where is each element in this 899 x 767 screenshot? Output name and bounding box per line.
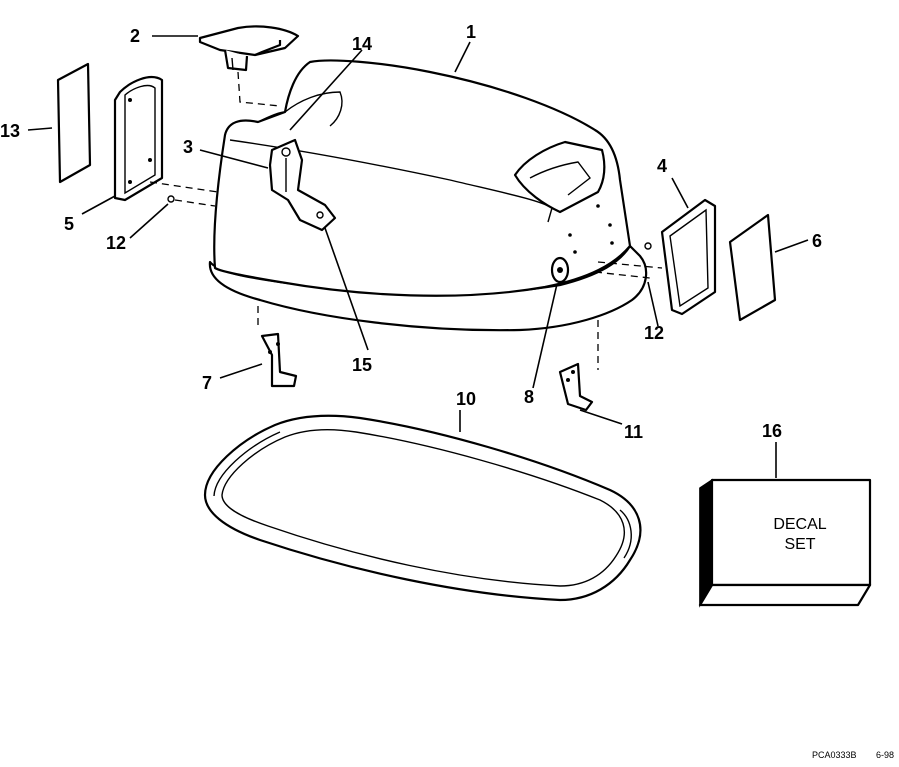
right-grille [728, 213, 777, 322]
callout-14: 14 [352, 34, 372, 54]
leader-lines [27, 35, 809, 478]
decal-label-line2: SET [784, 536, 815, 553]
screw-right [644, 242, 652, 250]
decal-set-box [698, 478, 872, 608]
right-side-panel [660, 198, 717, 316]
bottom-seal [203, 414, 642, 602]
callout-12-right: 12 [644, 323, 664, 343]
lever-bracket [268, 138, 337, 232]
right-mounting-bracket [558, 362, 594, 412]
callout-4: 4 [657, 156, 667, 176]
callout-15: 15 [352, 355, 372, 375]
footer-part-code: PCA0333B [812, 750, 857, 760]
cover-cap [198, 25, 300, 72]
latch-knob [550, 256, 570, 284]
callout-5: 5 [64, 214, 74, 234]
callout-6: 6 [812, 231, 822, 251]
callout-7: 7 [202, 373, 212, 393]
motor-cover [208, 59, 648, 332]
left-side-panel [113, 75, 164, 202]
callout-1: 1 [466, 22, 476, 42]
callout-11: 11 [624, 422, 643, 442]
left-grille [56, 62, 92, 184]
callout-3: 3 [183, 137, 193, 157]
callout-2: 2 [130, 26, 140, 46]
assembly-lines [149, 71, 663, 370]
callout-12-left: 12 [106, 233, 126, 253]
footer-date: 6-98 [876, 750, 894, 760]
decal-label-line1: DECAL [773, 516, 826, 533]
callout-8: 8 [524, 387, 534, 407]
callout-16: 16 [762, 421, 782, 441]
callout-13: 13 [0, 121, 20, 141]
callout-10: 10 [456, 389, 476, 409]
left-mounting-bracket [260, 332, 298, 388]
screw-left [167, 195, 175, 203]
callout-labels: 1 2 3 4 5 6 7 8 10 11 12 12 13 14 15 16 [0, 22, 822, 442]
